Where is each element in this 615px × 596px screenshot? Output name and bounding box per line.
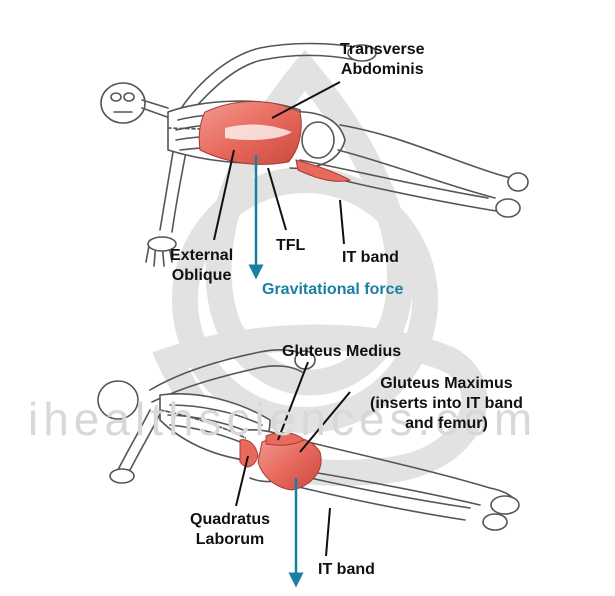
watermark-text: ihealthsciences.com [28,393,538,445]
label-gravitational-force: Gravitational force [262,281,404,298]
label-quadratus-laborum: Quadratus Laborum [190,511,271,548]
bottom-leg-upper [299,439,516,506]
bottom-support-arm [117,409,161,475]
top-tfl-muscle [295,159,352,182]
label-gluteus-medius: Gluteus Medius [282,343,402,360]
top-leader-lines [213,81,345,245]
bottom-quadratus [239,439,259,468]
top-skull [100,82,146,124]
bottom-raised-arm [149,349,306,403]
bottom-skull [97,380,139,420]
label-external-oblique: External Oblique [170,247,234,284]
label-gluteus-maximus: Gluteus Maximus (inserts into IT band an… [370,375,523,432]
top-raised-arm [179,42,361,119]
bottom-leader-lines [235,361,351,557]
label-transverse-abdominis: Transverse Abdominis [340,41,425,78]
label-it-band-top: IT band [342,249,399,266]
label-tfl: TFL [276,237,306,254]
bottom-gluteus-medius [265,432,305,446]
label-it-band-bottom: IT band [318,561,375,578]
